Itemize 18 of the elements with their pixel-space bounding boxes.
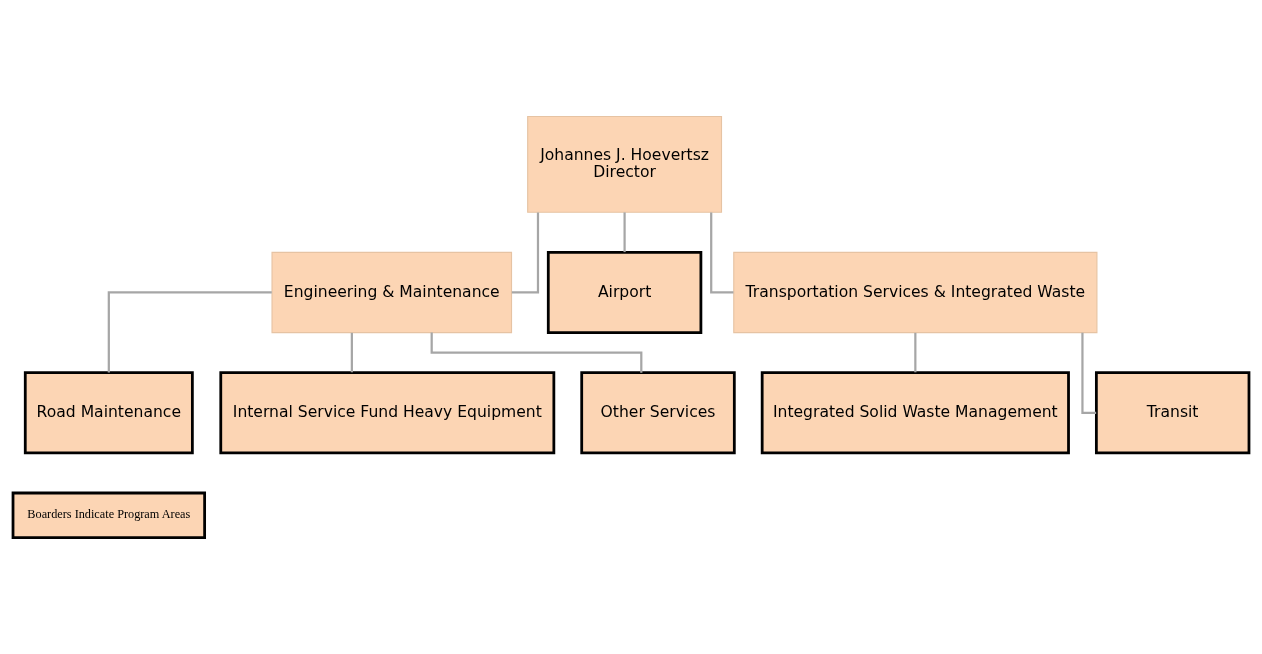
connector bbox=[1081, 332, 1097, 414]
node-box: Airport bbox=[546, 250, 703, 334]
connector bbox=[430, 332, 643, 373]
node-box: Transit bbox=[1094, 371, 1251, 455]
connector bbox=[107, 291, 272, 373]
connector bbox=[511, 212, 540, 294]
connector bbox=[710, 212, 734, 294]
connector bbox=[623, 212, 626, 253]
node-box: Boarders Indicate Program Areas bbox=[11, 491, 206, 539]
node-box: Internal Service Fund Heavy Equipment bbox=[219, 371, 556, 455]
node-box: Engineering & Maintenance bbox=[271, 251, 513, 334]
node-box: Road Maintenance bbox=[23, 371, 194, 455]
node-box: Transportation Services & Integrated Waste bbox=[733, 251, 1098, 334]
connector bbox=[914, 332, 917, 373]
node-box: Other Services bbox=[580, 371, 736, 455]
node-box: Integrated Solid Waste Management bbox=[760, 371, 1070, 455]
node-box: Johannes J. Hoevertsz Director bbox=[527, 115, 723, 213]
connector bbox=[350, 332, 353, 373]
